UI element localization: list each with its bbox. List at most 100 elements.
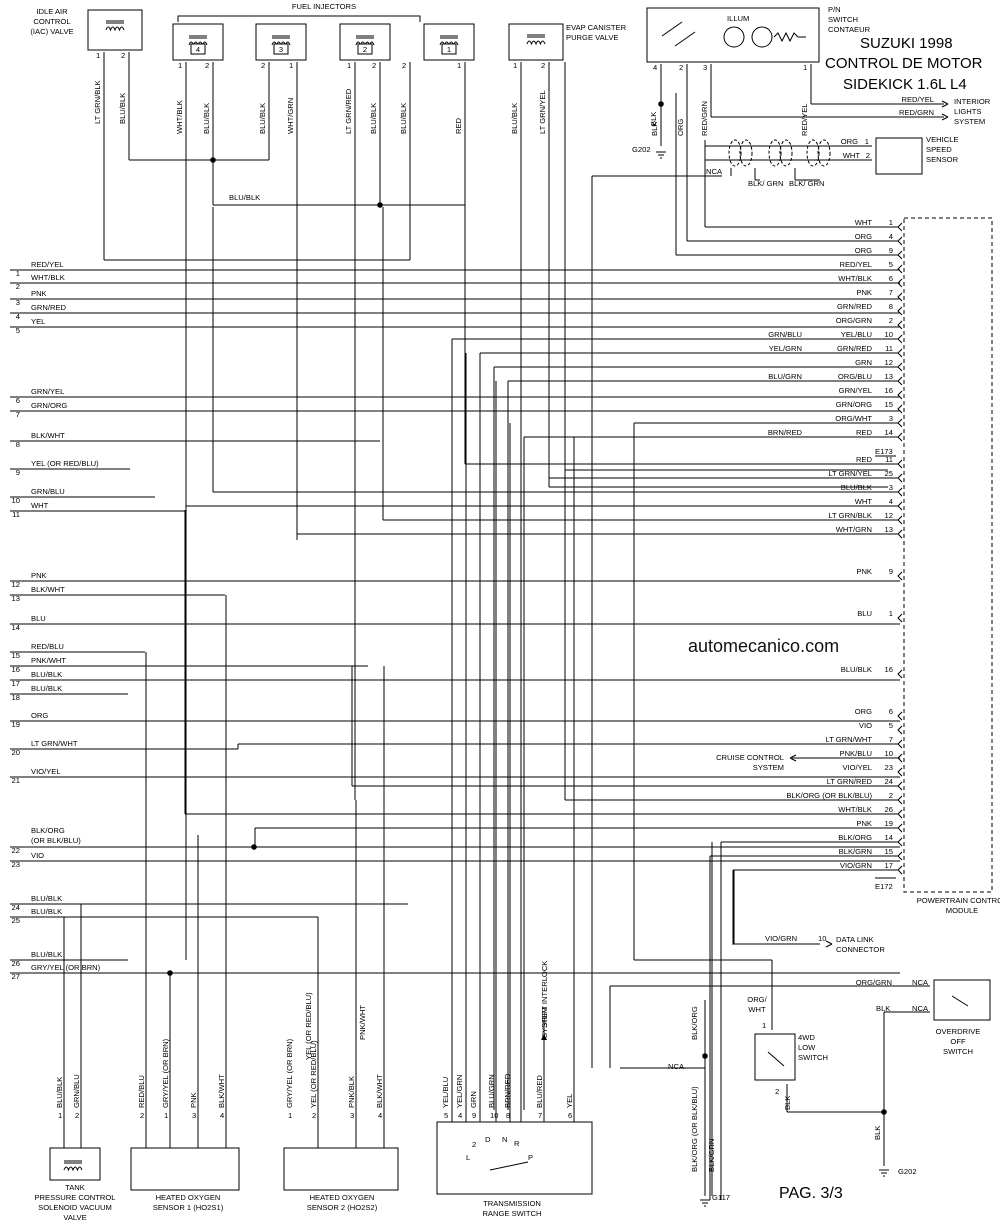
iac-label: IDLE AIR [36, 7, 68, 16]
pcm-pin-number: 10 [885, 749, 893, 758]
bottom-pin-number: 8 [506, 1111, 510, 1120]
left-wire-color: GRY/YEL (OR BRN) [31, 963, 101, 972]
tank-label: SOLENOID VACUUM [38, 1203, 112, 1212]
pcm-pin-color: BLK/ORG (OR BLK/BLU) [786, 791, 872, 800]
blk-label: BLK [649, 112, 658, 126]
title-line-3: SIDEKICK 1.6L L4 [843, 76, 967, 93]
pcm-pin-number: 15 [885, 847, 893, 856]
bottom-pin-number: 3 [350, 1111, 354, 1120]
illum-lamp-icon [723, 26, 745, 48]
pcm-pin-number: 25 [885, 469, 893, 478]
wd4-pin: 1 [762, 1021, 766, 1030]
g117-wire-label: BLK/ORG (OR BLK/BLU) [690, 1086, 699, 1172]
pcm-pin-number: 11 [885, 344, 893, 353]
pcm-pin-connector [897, 571, 903, 581]
connector-arrow [941, 113, 949, 121]
pcm-pin-connector [897, 320, 903, 330]
left-wire-number: 2 [16, 282, 20, 291]
pcm-pin-number: 1 [889, 609, 893, 618]
left-wire-color: BLK/WHT [31, 585, 65, 594]
pcm-pin-number: 11 [885, 455, 893, 464]
pcm-pin-number: 9 [889, 246, 893, 255]
pcm-pin-color: GRN/YEL [839, 386, 872, 395]
injector-number: 4 [196, 45, 200, 54]
left-wire-number: 8 [16, 440, 20, 449]
top-pin-number: 2 [121, 51, 125, 60]
overdrive-blk-label: BLK [876, 1004, 890, 1013]
bottom-pin-number: 9 [472, 1111, 476, 1120]
cruise-control-label: SYSTEM [753, 763, 784, 772]
wd4-wire-label: WHT [748, 1005, 766, 1014]
pcm-box [903, 217, 993, 893]
pcm-pin-number: 6 [889, 274, 893, 283]
pcm-pin-number: 7 [889, 288, 893, 297]
left-wire-color: PNK/WHT [31, 656, 66, 665]
left-wire-color: ORG [31, 711, 48, 720]
pcm-pin-connector [897, 613, 903, 623]
bottom-wire-color: YEL [565, 1094, 574, 1108]
pcm-pin-connector [897, 515, 903, 525]
left-wire-color: GRN/RED [31, 303, 67, 312]
evap-coil-icon [526, 40, 546, 46]
bottom-wire-color: BLK/WHT [217, 1074, 226, 1108]
pcm-pin-number: 4 [889, 497, 893, 506]
wd4-switch-box [754, 1033, 796, 1081]
pcm-pin-color: BLU/BLK [841, 483, 872, 492]
pcm-pin-connector [897, 376, 903, 386]
bottom-wire-color: BLU/GRN [487, 1074, 496, 1108]
left-wire-number: 24 [12, 903, 20, 912]
top-wire-color: BLU/BLK [399, 103, 408, 134]
pcm-pin-number: 16 [885, 665, 893, 674]
shield-icon [817, 139, 831, 167]
splice-dot [658, 101, 664, 107]
pcm-pin-color: RED [856, 455, 873, 464]
left-wire-number: 6 [16, 396, 20, 405]
pcm-pin-connector [897, 795, 903, 805]
pcm-pin-color: GRN/RED [837, 302, 873, 311]
left-wire-color: PNK [31, 289, 47, 298]
top-wire-color: WHT/GRN [286, 98, 295, 134]
injector-number-box [441, 43, 457, 55]
ho2s-mid-label: YEL (OR RED/BLU) [304, 992, 313, 1060]
pcm-pin-color: ORG [855, 246, 872, 255]
left-wire-color: BLU/BLK [31, 894, 62, 903]
shift-interlock-label: SYSTEM [540, 1007, 549, 1038]
pcm-side-label: YEL/GRN [769, 344, 802, 353]
wd4-label: SWITCH [798, 1053, 828, 1062]
top-pin-number: 1 [347, 61, 351, 70]
left-wire-color: BLU/BLK [31, 670, 62, 679]
shift-interlock-arrow-icon [541, 1034, 547, 1040]
trs-label: RANGE SWITCH [482, 1209, 541, 1218]
pcm-pin-number: 2 [889, 316, 893, 325]
bottom-wire-color: BLU/RED [535, 1075, 544, 1108]
pcm-pin-connector [897, 501, 903, 511]
pcm-pin-connector [897, 781, 903, 791]
bottom-wire-color: RED/BLU [137, 1075, 146, 1108]
shield-icon [806, 139, 820, 167]
fuel-injector-box [255, 23, 307, 61]
interior-red-grn: RED/GRN [899, 108, 934, 117]
ho2s1-box [130, 1147, 240, 1191]
pn-switch-label: SWITCH [828, 15, 858, 24]
pn-switch-contact-icon [661, 21, 696, 47]
pcm-pin-color: GRN [855, 358, 872, 367]
vss-wht-label: WHT [843, 151, 861, 160]
pcm-pin-number: 12 [885, 511, 893, 520]
wd4-contact-icon [767, 1051, 785, 1067]
connector-arrow [825, 940, 833, 948]
left-wire-number: 3 [16, 298, 20, 307]
pcm-pin-connector [897, 334, 903, 344]
cruise-control-label: CRUISE CONTROL [716, 753, 784, 762]
top-pin-number: 3 [703, 63, 707, 72]
pcm-pin-number: 16 [885, 386, 893, 395]
splice-dot [251, 844, 257, 850]
bottom-wire-color: YEL/BLU [441, 1077, 450, 1108]
blu-blk-label: BLU/BLK [229, 193, 260, 202]
interior-lights-label: INTERIOR [954, 97, 991, 106]
pcm-pin-color: LT GRN/YEL [828, 469, 872, 478]
wd4-blk-label: BLK [783, 1096, 792, 1110]
pcm-pin-connector [897, 292, 903, 302]
pcm-pin-number: 7 [889, 735, 893, 744]
pcm-pin-color: ORG/BLU [838, 372, 872, 381]
